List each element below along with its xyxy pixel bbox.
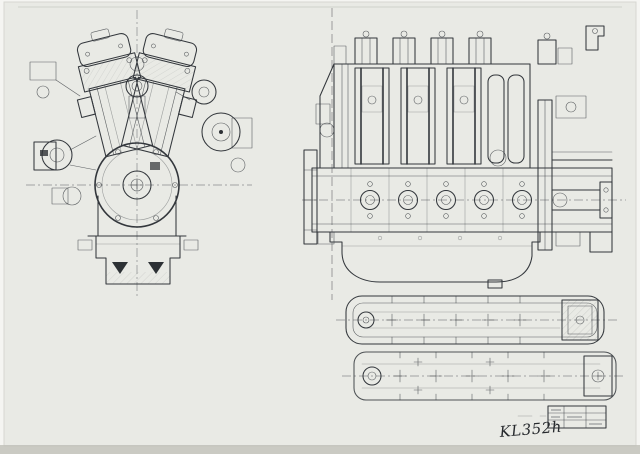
oil-pan-front-view [77, 235, 199, 285]
oil-pan-side-view [317, 231, 541, 289]
top-right-bracket [585, 25, 605, 51]
right-accessory-group [175, 79, 253, 173]
title-block [517, 405, 607, 429]
left-valve-cover [76, 33, 132, 68]
flywheel-end [537, 95, 613, 253]
crankcase-band [311, 167, 613, 233]
main-bearing-journals [359, 181, 533, 219]
drain-plug-mark-right [148, 262, 164, 274]
right-valve-cover [142, 33, 198, 68]
left-cylinder-bank [76, 28, 154, 158]
right-cylinder-bank [120, 28, 198, 158]
front-pulley [303, 149, 318, 245]
left-accessory-group [29, 61, 97, 206]
cylinder-barrels [354, 67, 482, 165]
front-cross-section-view [26, 10, 253, 296]
side-elevation-view [302, 25, 626, 289]
valve-cover-plan-view [336, 295, 618, 345]
central-gear-train [125, 56, 149, 119]
lower-plan-view [342, 351, 624, 401]
scan-shadow-bottom [0, 445, 640, 454]
handwritten-annotation: KL352h [498, 418, 563, 441]
drain-plug-mark-left [112, 262, 128, 274]
